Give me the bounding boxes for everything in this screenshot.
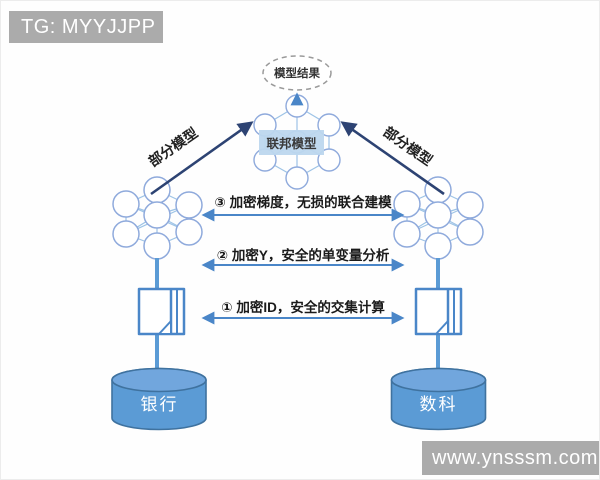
right-database-label: 数科 — [419, 395, 458, 414]
step1-label: ① 加密ID，安全的交集计算 — [221, 300, 385, 315]
right-document-icon — [414, 287, 463, 336]
federated-network-icon — [253, 94, 341, 190]
step3-label: ③ 加密梯度，无损的联合建模 — [214, 195, 392, 210]
step2-label: ② 加密Y，安全的单变量分析 — [216, 248, 390, 263]
left-network-icon — [112, 176, 203, 260]
model-result-node — [262, 55, 332, 91]
federated-model-label: 联邦模型 — [266, 137, 317, 151]
watermark-top-left: TG: MYYJJPP — [9, 11, 163, 43]
left-document-icon — [137, 287, 186, 336]
left-partial-model-arrow — [150, 121, 254, 196]
left-database-label: 银行 — [140, 395, 179, 414]
right-database-cylinder — [390, 367, 487, 431]
model-result-label: 模型结果 — [274, 68, 320, 80]
right-partial-model-arrow — [340, 121, 445, 196]
federated-model-label-box — [259, 130, 324, 155]
right-network-icon — [393, 176, 484, 260]
left-database-cylinder — [111, 367, 207, 431]
watermark-bottom-right: www.ynsssm.com — [422, 441, 599, 475]
